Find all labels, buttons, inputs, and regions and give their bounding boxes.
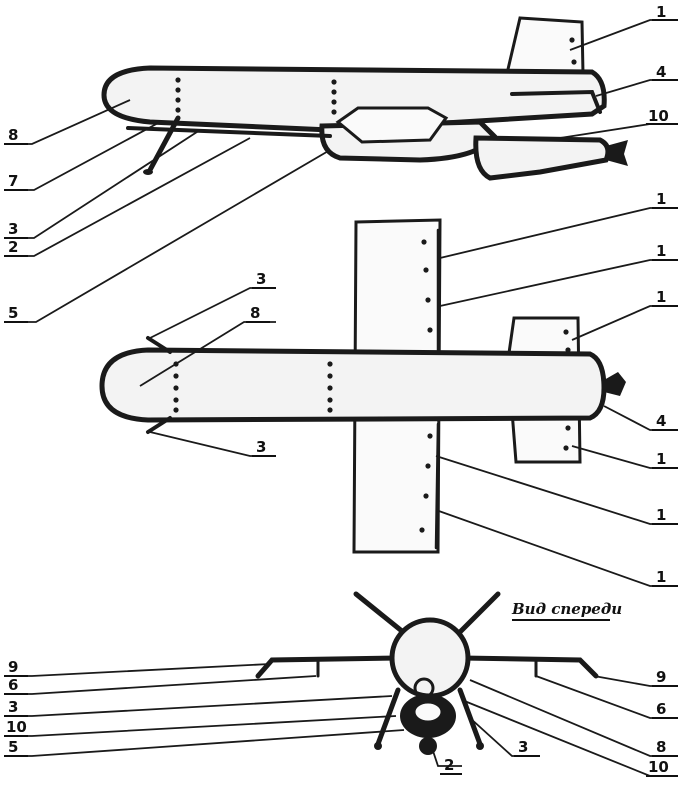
label-underlines	[4, 19, 678, 777]
front-view-title: Вид спереди	[511, 600, 622, 618]
front-strut-ur	[453, 591, 501, 639]
front-view	[255, 591, 599, 755]
callout-10: 10	[648, 107, 669, 125]
front-fuselage	[389, 617, 471, 699]
callout-8: 8	[8, 126, 18, 144]
callout-8: 8	[250, 304, 260, 322]
top-strut-left	[146, 336, 172, 354]
top-fuselage	[99, 347, 607, 423]
callout-10: 10	[6, 718, 27, 736]
callout-1: 1	[656, 3, 666, 21]
callout-5: 5	[8, 304, 18, 322]
side-view	[101, 16, 628, 181]
front-leg-right	[457, 687, 483, 747]
callout-9: 9	[8, 658, 18, 676]
front-wing-right	[459, 655, 599, 679]
top-view	[99, 218, 626, 554]
callout-1: 1	[656, 288, 666, 306]
callout-labels: 1 4 10 8 7 3 2 5 1 1 1 3 8 3 4 1 1 1 9 6…	[6, 3, 669, 776]
front-wing-left	[255, 655, 401, 679]
top-propeller	[604, 372, 626, 396]
callout-3: 3	[256, 270, 266, 288]
callout-3: 3	[256, 438, 266, 456]
callout-1: 1	[656, 568, 666, 586]
side-strut	[147, 115, 181, 173]
side-engine-pod	[473, 135, 611, 181]
callout-1: 1	[656, 190, 666, 208]
callout-3: 3	[8, 698, 18, 716]
callout-2: 2	[444, 756, 454, 774]
side-canopy-opening	[335, 106, 449, 144]
front-hub	[413, 677, 435, 699]
front-strut-ul	[353, 591, 411, 639]
callout-5: 5	[8, 738, 18, 756]
callout-8: 8	[656, 738, 666, 756]
callout-6: 6	[8, 676, 18, 694]
callout-1: 1	[656, 450, 666, 468]
callout-4: 4	[656, 63, 666, 81]
top-strut-right	[146, 416, 172, 434]
callout-3: 3	[518, 738, 528, 756]
callout-9: 9	[656, 668, 666, 686]
callout-10: 10	[648, 758, 669, 776]
callout-7: 7	[8, 172, 18, 190]
side-rivets	[175, 37, 577, 115]
callout-1: 1	[656, 242, 666, 260]
callout-4: 4	[656, 412, 666, 430]
callout-1: 1	[656, 506, 666, 524]
callout-6: 6	[656, 700, 666, 718]
callout-3: 3	[8, 220, 18, 238]
side-propeller	[606, 140, 628, 166]
callout-2: 2	[8, 238, 18, 256]
side-fuselage	[101, 65, 607, 133]
